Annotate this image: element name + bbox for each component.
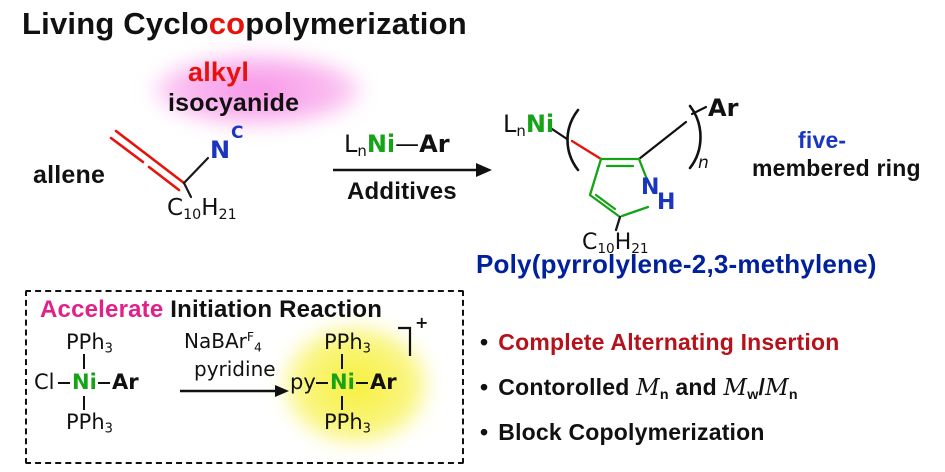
isocyanide-c-atom: C [231, 123, 244, 143]
page-title: Living Cyclocopolymerization [22, 6, 467, 41]
product-complex-aryl: Ar [370, 370, 397, 394]
alkyl-label: alkyl [188, 57, 250, 87]
ring-nitrogen: N [641, 175, 660, 200]
box-heading: Accelerate Initiation Reaction [40, 297, 382, 322]
ring-decyl-21: 21 [631, 240, 649, 257]
additives-label: Additives [347, 178, 457, 205]
bullet-1-text: Complete Alternating Insertion [498, 329, 840, 355]
pph3-bottom-right: PPh3 [324, 411, 371, 436]
aryl-group: Ar [419, 130, 450, 158]
polymer-ligand-l: L [503, 110, 517, 138]
accelerate-box [25, 290, 464, 464]
ring-decyl-formula: C10H21 [582, 231, 649, 256]
pph3-top-right: PPh3 [324, 331, 371, 356]
title-post: polymerization [245, 6, 467, 41]
title-pre: Living Cyclo [22, 6, 209, 41]
bullet-item-2: • Contorolled Mn and Mw/Mn [480, 375, 798, 403]
decyl-10: 10 [183, 206, 202, 223]
pyrrole-ring [588, 157, 650, 232]
monomer-bonds [182, 156, 210, 199]
pph-sub: 3 [104, 341, 113, 357]
mn2-sub: n [788, 386, 798, 403]
pph-label: PPh [324, 410, 363, 434]
pph-label: PPh [66, 410, 105, 434]
nickel-atom: Ni [366, 130, 396, 158]
accelerate-word: Accelerate [40, 296, 164, 323]
bond-dash: — [395, 130, 420, 158]
allene-bonds [109, 129, 186, 192]
polymer-name: Poly(pyrrolylene-2,3-methylene) [476, 249, 877, 279]
pph3-bottom-left: PPh3 [66, 411, 113, 436]
chloride-label: Cl [34, 370, 55, 394]
decyl-c: C [167, 195, 184, 221]
monomer-decyl-formula: C10H21 [167, 196, 237, 223]
left-complex-nickel: Ni [72, 370, 97, 394]
nabar-base: NaBAr [184, 328, 247, 353]
slash-text: / [758, 374, 766, 400]
ring-nh-hydrogen: H [657, 190, 676, 215]
mn2-symbol: M [765, 375, 789, 401]
decyl-21: 21 [218, 206, 237, 223]
pph-sub: 3 [362, 341, 371, 357]
bullet-item-3: • Block Copolymerization [480, 420, 765, 444]
mn-symbol: M [636, 375, 660, 401]
left-complex-aryl: Ar [112, 370, 139, 394]
main-arrow [333, 163, 492, 177]
pph-label: PPh [66, 330, 105, 354]
nabar-sub-4: 4 [253, 339, 262, 355]
pyridine-ligand: py [290, 370, 316, 394]
polymer-nickel: Ni [525, 110, 555, 138]
controlled-text: Contorolled [498, 374, 637, 400]
nabar-sup-f: F [246, 329, 254, 344]
repeat-unit-n: n [698, 153, 709, 173]
decyl-h: H [201, 195, 219, 221]
catalyst-formula: LnNi—Ar [344, 130, 450, 161]
initiation-reaction-words: Initiation Reaction [170, 296, 383, 323]
isocyanide-n-atom: N [210, 136, 231, 164]
polymer-ligand-sub: n [516, 122, 526, 141]
bullet-3-text: Block Copolymerization [498, 419, 765, 445]
five-membered-line1: five- [798, 127, 847, 153]
ring-decyl-c: C [582, 230, 598, 255]
nabarf4-reagent: NaBArF4 [184, 330, 262, 353]
pph-sub: 3 [104, 421, 113, 437]
pph3-top-left: PPh3 [66, 331, 113, 356]
title-co: co [208, 6, 246, 41]
ring-decyl-10: 10 [597, 240, 615, 257]
pink-highlight-glow [150, 52, 365, 128]
product-complex-nickel: Ni [330, 370, 355, 394]
bullet-dot: • [480, 329, 489, 355]
ligand-sub-n: n [357, 142, 367, 161]
mw-sub: w [747, 386, 759, 403]
mw-symbol: M [723, 375, 748, 401]
cation-charge: + [415, 313, 429, 332]
isocyanide-label: isocyanide [168, 89, 300, 117]
polymer-end-group: LnNi [503, 110, 555, 141]
pph-label: PPh [324, 330, 363, 354]
bullet-dot: • [480, 374, 489, 400]
mn-sub: n [659, 386, 669, 403]
bullet-2-text: Contorolled Mn and Mw/Mn [498, 375, 798, 403]
bullet-item-1: • Complete Alternating Insertion [480, 330, 840, 354]
allene-label: allene [33, 161, 106, 189]
ring-decyl-h: H [614, 230, 632, 255]
pyridine-reagent: pyridine [194, 357, 276, 381]
polymer-aryl: Ar [708, 94, 739, 122]
polymer-backbone [550, 104, 708, 172]
and-text: and [668, 374, 724, 400]
five-membered-line2: membered ring [752, 155, 921, 181]
ligand-l: L [344, 130, 358, 158]
bullet-dot: • [480, 419, 489, 445]
pph-sub: 3 [362, 421, 371, 437]
